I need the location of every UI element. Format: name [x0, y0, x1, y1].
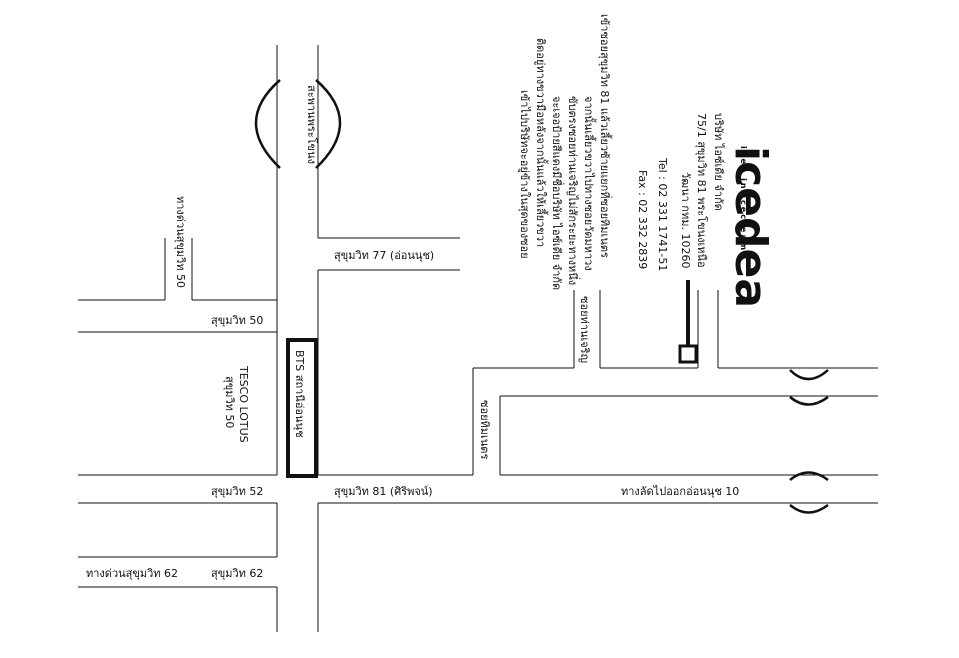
directions-line: จะเจอป้ายสีแดงมีชื่อบริษัท ไอซ์เดีย จำกั…	[550, 96, 563, 291]
company-address-line2: วัฒนา กทม. 10260	[679, 172, 692, 269]
company-logo: icedea	[725, 146, 776, 309]
bts-station-box	[286, 338, 318, 478]
label-express-62: ทางด่วนสุขุมวิท 62	[86, 567, 179, 580]
label-tesco-line2: สุขุมวิท 50	[223, 376, 236, 429]
label-bts: BTS สถานีอ่อนนุช	[293, 350, 306, 438]
canal-arc-4	[789, 503, 829, 514]
label-soi-77: สุขุมวิท 77 (อ่อนนุช)	[334, 249, 435, 262]
company-fax: Fax : 02 332 2839	[636, 170, 649, 270]
bridge-arc-right	[315, 79, 342, 169]
label-soi-81: สุขุมวิท 81 (ศิริพจน์)	[334, 485, 433, 498]
company-address-line1: 75/1 สุขุมวิท 81 พระโขนงเหนือ	[695, 113, 708, 268]
label-soi-50: สุขุมวิท 50	[211, 314, 264, 327]
company-tel: Tel : 02 331 1741-51	[656, 158, 669, 272]
label-soi-62: สุขุมวิท 62	[211, 567, 264, 580]
label-shortcut-on-nut-10: ทางลัดไปออกอ่อนนุช 10	[621, 485, 740, 498]
company-tagline: idea in icecream	[739, 146, 748, 253]
canal-arc-1	[789, 369, 829, 381]
label-soi-thim-net: ซอยทิมเนตร	[478, 400, 491, 460]
label-express-50: ทางด่วนสุขุมวิท 50	[174, 196, 187, 289]
canal-arc-3	[789, 471, 829, 482]
canal-arc-2	[789, 395, 829, 406]
directions-line: เข้าซอยสุขุมวิท 81 แล้วเลี้ยวซ้ายแยกที่ซ…	[598, 14, 611, 258]
company-location-marker	[678, 344, 698, 364]
label-tesco-line1: TESCO LOTUS	[237, 366, 250, 443]
directions-line: จากนั้นเลี้ยวขวาไปทางซอยวัดมหาวง	[582, 96, 595, 271]
directions-line: ขับตรงซอยท่านเจริญไม่สักระยะทางหนึ่ง	[566, 96, 579, 286]
label-on-nut-bridge: สะพานพระโขนง	[305, 85, 318, 164]
label-soi-tan-charoen: ซอยท่านเจริญ	[578, 296, 591, 363]
bridge-arc-left	[254, 79, 281, 169]
company-name: บริษัท ไอซ์เดีย จำกัด	[712, 113, 725, 211]
directions-line: เข้าไปบริษัทจะอยู่ข้างในสุดของซอย	[518, 90, 531, 259]
label-soi-52: สุขุมวิท 52	[211, 485, 264, 498]
directions-line: ติดอยู่ทางขวามือหลังจากนั้นแล้วให้เลี้ยว…	[534, 38, 547, 248]
